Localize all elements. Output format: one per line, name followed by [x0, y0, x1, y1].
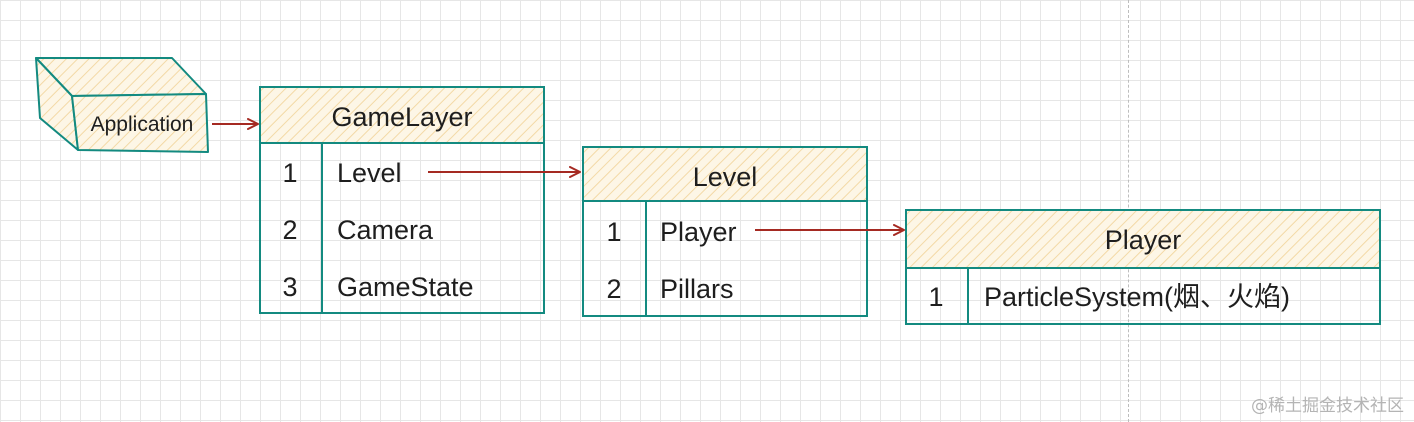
application-node: Application [35, 57, 209, 153]
player-row-num: 1 [928, 282, 943, 312]
gamelayer-row-gamestate: GameState [337, 272, 474, 302]
gamelayer-row-camera: Camera [337, 215, 434, 245]
gamelayer-row-num: 3 [282, 272, 297, 302]
level-table: Level 1 Player 2 Pillars [582, 146, 868, 317]
player-table: Player 1 ParticleSystem(烟、火焰) [905, 209, 1381, 325]
player-header-fill [906, 210, 1380, 268]
level-header-fill [583, 147, 867, 201]
gamelayer-table: GameLayer 1 Level 2 Camera 3 GameState [259, 86, 545, 314]
gamelayer-border [259, 86, 545, 314]
gamelayer-row-num: 2 [282, 215, 297, 245]
level-title: Level [693, 162, 758, 192]
level-border [582, 146, 868, 317]
watermark: @稀土掘金技术社区 [1251, 396, 1404, 416]
application-front-face [71, 93, 209, 153]
level-row-num: 2 [606, 274, 621, 304]
application-label: Application [91, 113, 194, 136]
gamelayer-row-level: Level [337, 158, 402, 188]
gamelayer-header-fill [260, 87, 544, 143]
level-row-num: 1 [606, 217, 621, 247]
level-row-player: Player [660, 217, 737, 247]
player-row-particlesystem: ParticleSystem(烟、火焰) [984, 282, 1290, 312]
player-title: Player [1105, 225, 1182, 255]
gamelayer-title: GameLayer [331, 102, 472, 132]
level-row-pillars: Pillars [660, 274, 734, 304]
gamelayer-row-num: 1 [282, 158, 297, 188]
